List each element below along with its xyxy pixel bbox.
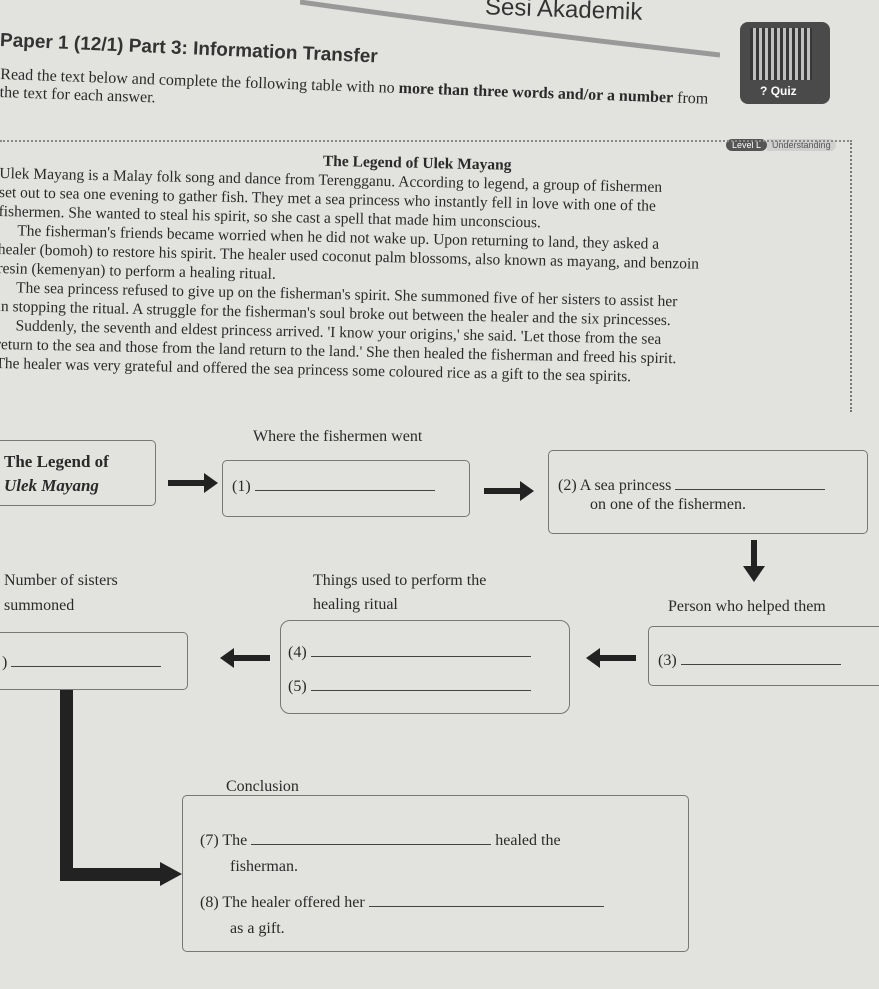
answer-1-blank[interactable]: [254, 476, 435, 491]
person-heading: Person who helped them: [668, 598, 826, 615]
arrow-right-icon: [484, 481, 534, 501]
where-heading: Where the fishermen went: [253, 428, 423, 445]
question-3: (3): [658, 650, 841, 670]
conclusion-box: [182, 795, 689, 952]
things-heading: healing ritual: [313, 596, 398, 613]
quiz-qr-code[interactable]: ? Quiz: [740, 22, 830, 104]
answer-5-blank[interactable]: [310, 676, 531, 691]
arrow-right-icon: [160, 862, 182, 886]
start-label: The Legend of: [4, 452, 109, 471]
header-curve-decoration: [300, 0, 720, 58]
answer-box-1: [222, 460, 470, 517]
question-6: ): [2, 652, 162, 672]
answer-3-blank[interactable]: [680, 650, 841, 665]
start-box: [0, 440, 156, 506]
question-7-line2: fisherman.: [230, 858, 298, 875]
question-icon: ?: [760, 84, 768, 98]
question-8: (8) The healer offered her: [200, 892, 604, 912]
things-heading: Things used to perform the: [313, 572, 487, 589]
sisters-heading: Number of sisters: [4, 572, 118, 589]
conclusion-heading: Conclusion: [226, 778, 299, 795]
arrow-left-icon: [220, 648, 270, 668]
question-5: (5): [288, 676, 531, 696]
answer-4-blank[interactable]: [310, 642, 531, 657]
answer-7-blank[interactable]: [251, 830, 492, 845]
question-2-line2: on one of the fishermen.: [590, 496, 746, 513]
arrow-left-icon: [586, 648, 636, 668]
connector-line: [60, 868, 165, 881]
connector-line: [60, 690, 73, 880]
answer-box-6: [0, 632, 188, 690]
passage: The Legend of Ulek Mayang Ulek Mayang is…: [0, 145, 835, 390]
answer-box-2: [548, 450, 868, 534]
answer-box-3: [648, 626, 879, 686]
question-2: (2) A sea princess: [558, 475, 826, 495]
sisters-heading: summoned: [4, 597, 75, 614]
answer-2-blank[interactable]: [675, 475, 826, 490]
qr-code-icon: [750, 28, 812, 80]
question-8-line2: as a gift.: [230, 920, 285, 937]
answer-box-4-5: [280, 620, 570, 714]
answer-8-blank[interactable]: [368, 892, 604, 907]
arrow-down-head: [743, 566, 765, 582]
arrow-right-icon: [168, 473, 218, 493]
question-7: (7) The healed the: [200, 830, 561, 849]
arrow-down-icon: [751, 540, 757, 568]
passage-border: [0, 140, 852, 412]
instructions: Read the text below and complete the fol…: [0, 66, 709, 108]
question-4: (4): [288, 642, 531, 662]
answer-6-blank[interactable]: [11, 652, 162, 667]
question-1: (1): [232, 476, 435, 496]
start-label: Ulek Mayang: [4, 476, 99, 495]
